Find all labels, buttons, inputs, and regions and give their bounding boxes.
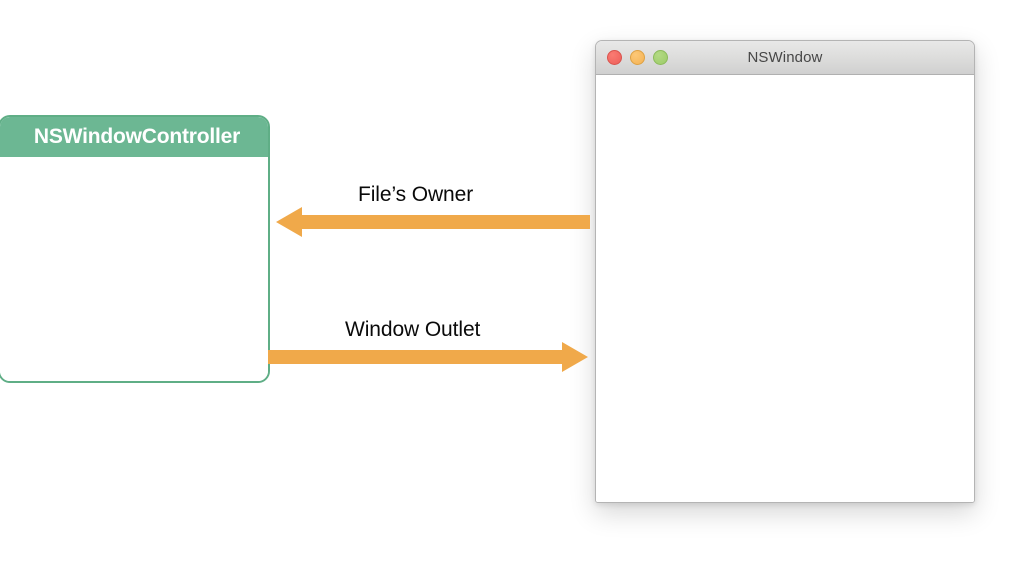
nswindow-window[interactable]: NSWindow (595, 40, 975, 503)
nswindowcontroller-body (0, 157, 268, 381)
minimize-icon[interactable] (630, 50, 645, 65)
nswindow-content-area (596, 75, 974, 502)
nswindowcontroller-header: NSWindowController (0, 117, 268, 157)
nswindowcontroller-title: NSWindowController (33, 125, 241, 148)
close-icon[interactable] (607, 50, 622, 65)
window-outlet-arrow (268, 342, 588, 372)
nswindowcontroller-box: NSWindowController (0, 115, 270, 383)
nswindow-titlebar[interactable]: NSWindow (596, 41, 974, 75)
files-owner-label: File’s Owner (358, 183, 474, 206)
window-outlet-label: Window Outlet (345, 318, 481, 341)
files-owner-arrow (276, 207, 590, 237)
maximize-icon[interactable] (653, 50, 668, 65)
nswindow-title: NSWindow (747, 49, 823, 66)
traffic-light-group (607, 41, 668, 74)
